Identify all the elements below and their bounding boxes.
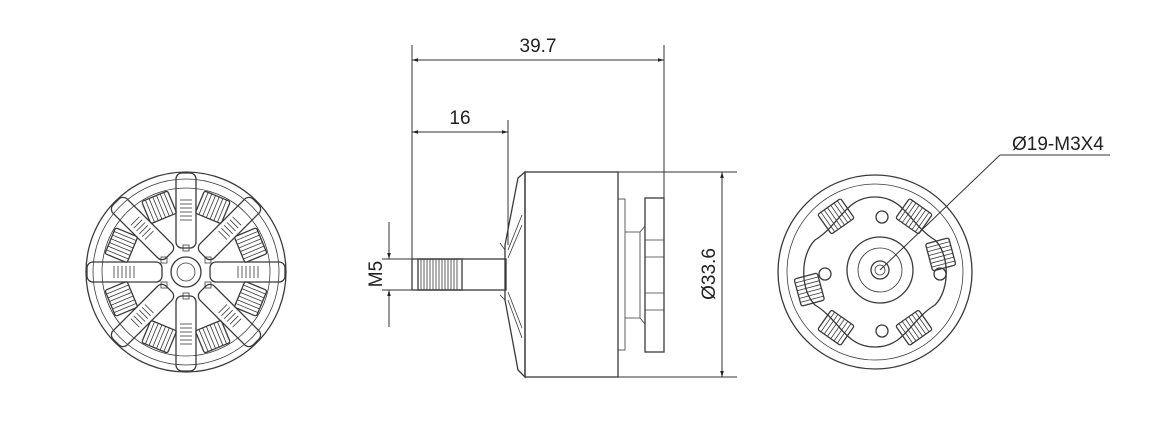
overall-length-label: 39.7 [520, 36, 557, 57]
diameter-label: Ø33.6 [699, 248, 720, 300]
mount-hole-leader [879, 154, 1110, 271]
side-view [411, 170, 665, 379]
mount-holes-label: Ø19-M3X4 [1012, 134, 1104, 155]
shaft-length-label: 16 [449, 108, 470, 129]
rear-view [777, 174, 973, 370]
front-view [85, 171, 287, 373]
shaft-thread-label: M5 [366, 261, 387, 287]
dimension-lines [382, 45, 737, 378]
